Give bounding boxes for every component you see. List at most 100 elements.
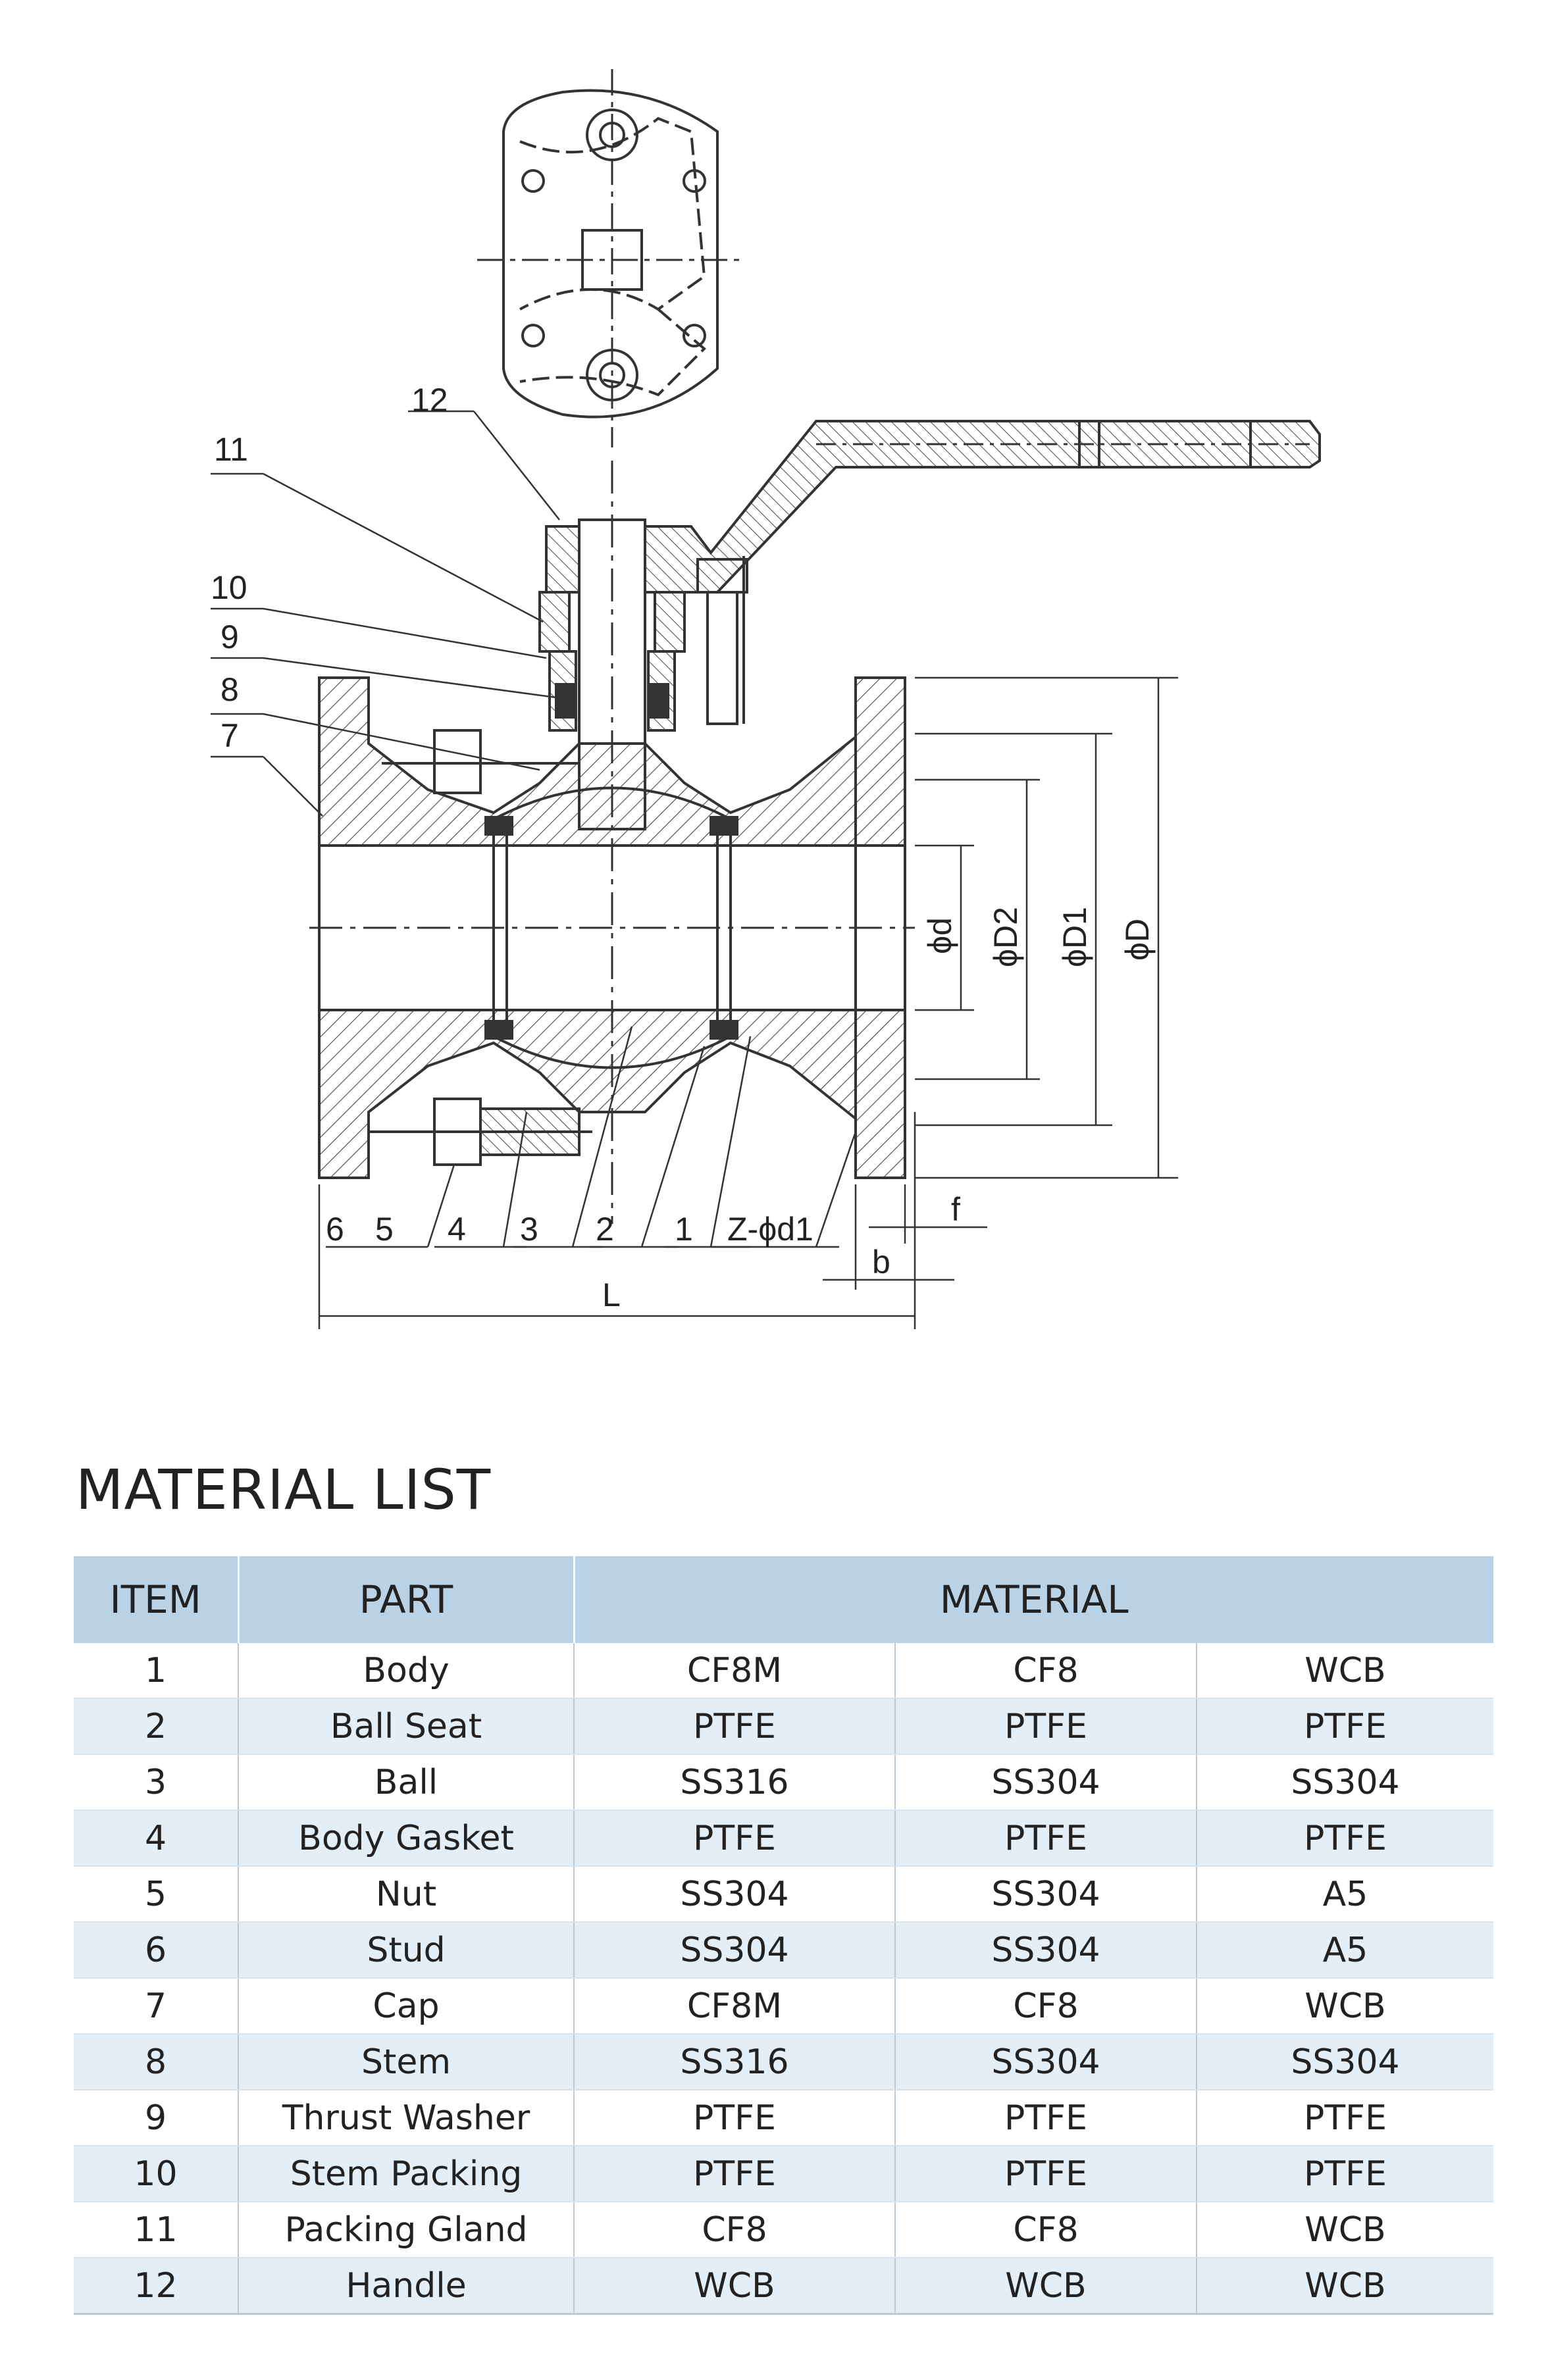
table-cell-part: Body <box>238 1643 575 1699</box>
table-cell-m1: SS304 <box>574 1922 896 1979</box>
table-cell-part: Nut <box>238 1866 575 1923</box>
table-cell-m3: WCB <box>1197 2258 1493 2315</box>
table-cell-item: 3 <box>74 1754 239 1811</box>
table-cell-m1: PTFE <box>574 2090 896 2146</box>
table-cell-m1: PTFE <box>574 1810 896 1867</box>
table-cell-m3: A5 <box>1197 1866 1493 1923</box>
table-cell-m2: SS304 <box>895 1922 1197 1979</box>
bottom-label-4: 4 <box>448 1211 466 1248</box>
dim-label-l: L <box>602 1277 621 1313</box>
table-cell-m3: SS304 <box>1197 2034 1493 2090</box>
table-cell-item: 7 <box>74 1978 239 2035</box>
table-cell-m2: SS304 <box>895 1866 1197 1923</box>
table-cell-m1: PTFE <box>574 1698 896 1755</box>
table-cell-part: Stem <box>238 2034 575 2090</box>
handle <box>545 420 1321 594</box>
table-header-row: ITEM PART MATERIAL <box>74 1556 1493 1643</box>
table-cell-item: 12 <box>74 2258 239 2315</box>
table-cell-m2: CF8 <box>895 1978 1197 2035</box>
dim-label-b: b <box>872 1244 890 1280</box>
table-cell-m2: PTFE <box>895 1698 1197 1755</box>
table-cell-m2: CF8 <box>895 2202 1197 2258</box>
table-cell-part: Ball <box>238 1754 575 1811</box>
table-cell-m2: CF8 <box>895 1643 1197 1699</box>
bottom-label-2: 2 <box>596 1211 614 1248</box>
table-cell-m3: PTFE <box>1197 1810 1493 1867</box>
part-label-7: 7 <box>220 717 239 754</box>
table-cell-part: Cap <box>238 1978 575 2035</box>
table-cell-m2: PTFE <box>895 2146 1197 2202</box>
table-cell-item: 4 <box>74 1810 239 1867</box>
table-cell-m1: CF8M <box>574 1978 896 2035</box>
table-cell-item: 8 <box>74 2034 239 2090</box>
table-cell-part: Stem Packing <box>238 2146 575 2202</box>
table-cell-m1: SS316 <box>574 1754 896 1811</box>
bottom-label-5: 5 <box>375 1211 394 1248</box>
table-cell-part: Handle <box>238 2258 575 2315</box>
part-label-12: 12 <box>411 382 448 418</box>
part-labels: 12 11 10 9 8 7 6 5 4 3 2 1 Z-ϕd1 <box>211 382 813 1248</box>
header-material: MATERIAL <box>574 1556 1493 1643</box>
dimension-labels: ϕd ϕD2 ϕD1 ϕD f b L <box>602 907 1156 1313</box>
table-cell-m2: SS304 <box>895 2034 1197 2090</box>
table-cell-m1: PTFE <box>574 2146 896 2202</box>
table-cell-part: Ball Seat <box>238 1698 575 1755</box>
table-cell-part: Thrust Washer <box>238 2090 575 2146</box>
header-part: PART <box>238 1556 575 1643</box>
table-cell-m1: CF8M <box>574 1643 896 1699</box>
table-cell-part: Stud <box>238 1922 575 1979</box>
dim-label-d2: ϕD2 <box>987 907 1024 967</box>
table-cell-m1: SS304 <box>574 1866 896 1923</box>
table-cell-m2: SS304 <box>895 1754 1197 1811</box>
material-list-title: MATERIAL LIST <box>76 1457 492 1522</box>
dim-label-d: ϕd <box>921 917 958 954</box>
table-cell-m1: SS316 <box>574 2034 896 2090</box>
leader-lines <box>211 410 857 1248</box>
table-cell-m1: WCB <box>574 2258 896 2315</box>
table-cell-m3: PTFE <box>1197 1698 1493 1755</box>
part-label-9: 9 <box>220 619 239 655</box>
table-cell-item: 5 <box>74 1866 239 1923</box>
table-cell-m3: SS304 <box>1197 1754 1493 1811</box>
part-label-10: 10 <box>211 569 247 606</box>
table-cell-m3: WCB <box>1197 1643 1493 1699</box>
table-cell-item: 10 <box>74 2146 239 2202</box>
table-cell-part: Body Gasket <box>238 1810 575 1867</box>
table-cell-part: Packing Gland <box>238 2202 575 2258</box>
header-item: ITEM <box>74 1556 240 1643</box>
table-cell-m2: WCB <box>895 2258 1197 2315</box>
table-cell-m3: WCB <box>1197 2202 1493 2258</box>
dim-label-big-d: ϕD <box>1119 919 1156 961</box>
table-cell-item: 2 <box>74 1698 239 1755</box>
table-cell-item: 11 <box>74 2202 239 2258</box>
table-cell-item: 6 <box>74 1922 239 1979</box>
dim-label-f: f <box>951 1191 960 1228</box>
valve-body <box>309 461 915 1224</box>
dimension-lines <box>318 676 1178 1329</box>
part-label-8: 8 <box>220 671 239 708</box>
table-cell-m3: PTFE <box>1197 2146 1493 2202</box>
bottom-label-1: 1 <box>675 1211 693 1248</box>
part-label-11: 11 <box>214 431 248 468</box>
table-cell-item: 1 <box>74 1643 239 1699</box>
valve-section-drawing: 12 11 10 9 8 7 6 5 4 3 2 1 Z-ϕd1 ϕd ϕD2 … <box>211 69 1321 1329</box>
table-cell-m2: PTFE <box>895 1810 1197 1867</box>
table-cell-m3: PTFE <box>1197 2090 1493 2146</box>
bottom-label-3: 3 <box>520 1211 538 1248</box>
table-cell-m3: A5 <box>1197 1922 1493 1979</box>
table-cell-m1: CF8 <box>574 2202 896 2258</box>
bottom-label-z-d1: Z-ϕd1 <box>727 1211 813 1248</box>
